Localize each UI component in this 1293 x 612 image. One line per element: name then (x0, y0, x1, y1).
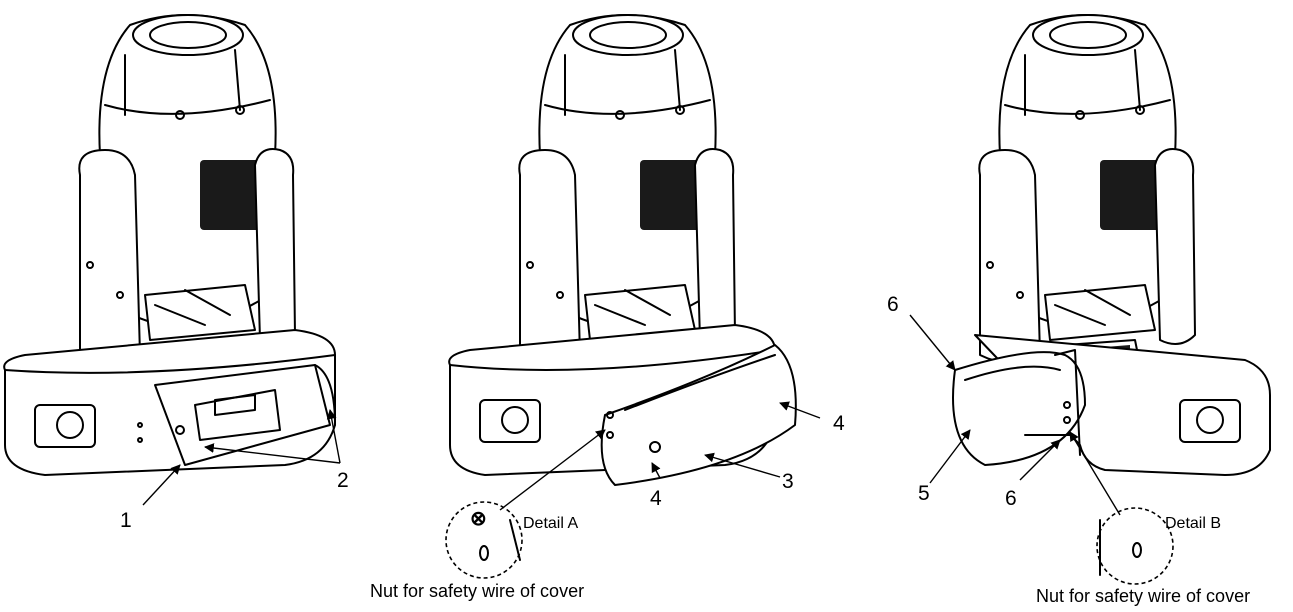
caption-a: Nut for safety wire of cover (370, 581, 584, 601)
caption-b: Nut for safety wire of cover (1036, 586, 1250, 606)
detail-a-inset: ⊗ (445, 501, 523, 579)
callout-1: 1 (120, 509, 132, 532)
detail-b-inset (1096, 507, 1174, 585)
callout-4-right: 4 (833, 412, 845, 435)
detail-b-label: Detail B (1165, 515, 1221, 532)
detail-a-label: Detail A (523, 515, 578, 532)
fixture-1 (3, 14, 336, 476)
svg-text:⊗: ⊗ (470, 508, 487, 530)
fixture-3 (952, 14, 1271, 476)
fixture-2 (448, 14, 797, 486)
callout-4-bottom: 4 (650, 487, 662, 510)
callout-5: 5 (918, 482, 930, 505)
leader-lines (142, 314, 1121, 516)
callout-6-bottom: 6 (1005, 487, 1017, 510)
callout-3: 3 (782, 470, 794, 493)
callout-2: 2 (337, 469, 349, 492)
callout-6-top: 6 (887, 293, 899, 316)
